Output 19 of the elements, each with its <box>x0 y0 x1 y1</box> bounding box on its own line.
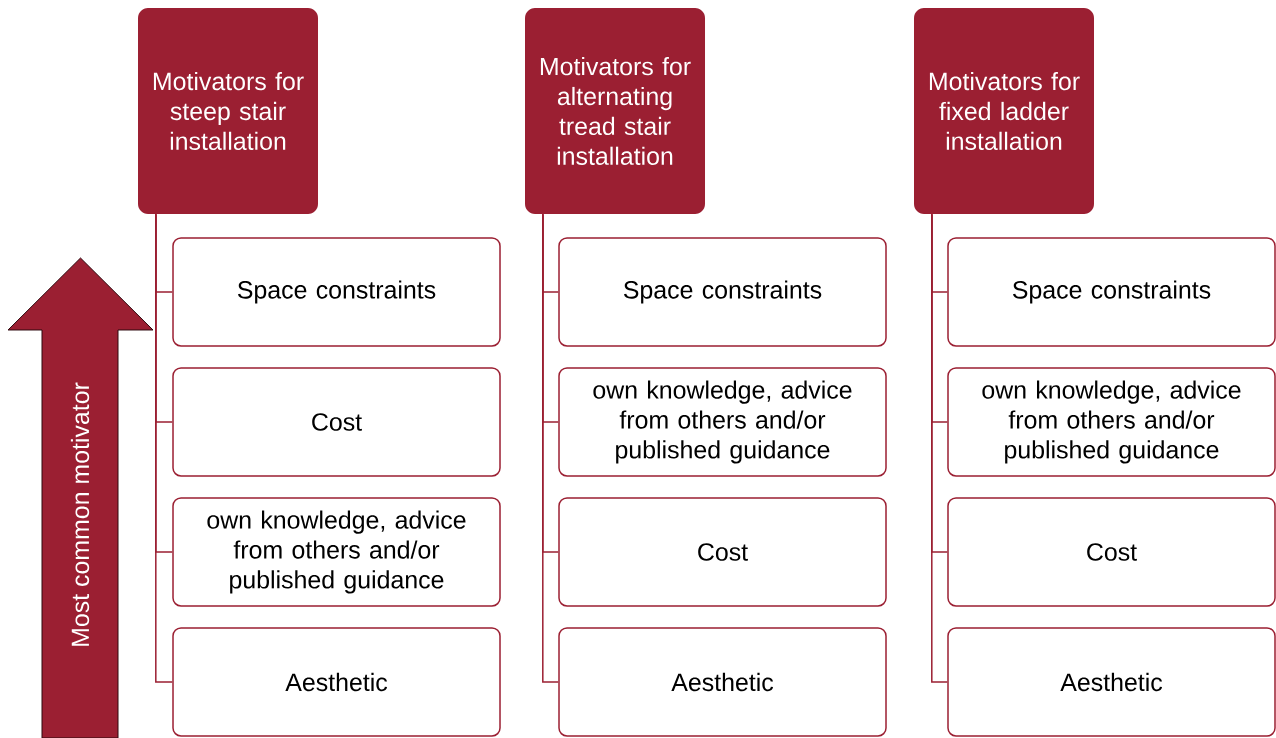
motivator-box: own knowledge, advice from others and/or published guidance <box>172 497 501 607</box>
motivator-box: Space constraints <box>558 237 887 347</box>
arrow-label: Most common motivator <box>70 382 90 646</box>
motivator-box: Cost <box>558 497 887 607</box>
motivator-box: Aesthetic <box>558 627 887 737</box>
connector-line <box>155 213 173 683</box>
header-box: Motivators for fixed ladder installation <box>914 8 1094 214</box>
motivator-box: own knowledge, advice from others and/or published guidance <box>947 367 1276 477</box>
motivator-box: Cost <box>172 367 501 477</box>
motivator-box: Space constraints <box>947 237 1276 347</box>
header-box: Motivators for alternating tread stair installation <box>525 8 705 214</box>
motivator-box: Aesthetic <box>172 627 501 737</box>
connector-line <box>542 213 559 683</box>
motivator-box: Aesthetic <box>947 627 1276 737</box>
motivator-box: own knowledge, advice from others and/or published guidance <box>558 367 887 477</box>
connector-line <box>931 213 948 683</box>
motivator-box: Space constraints <box>172 237 501 347</box>
motivator-box: Cost <box>947 497 1276 607</box>
header-box: Motivators for steep stair installation <box>138 8 318 214</box>
